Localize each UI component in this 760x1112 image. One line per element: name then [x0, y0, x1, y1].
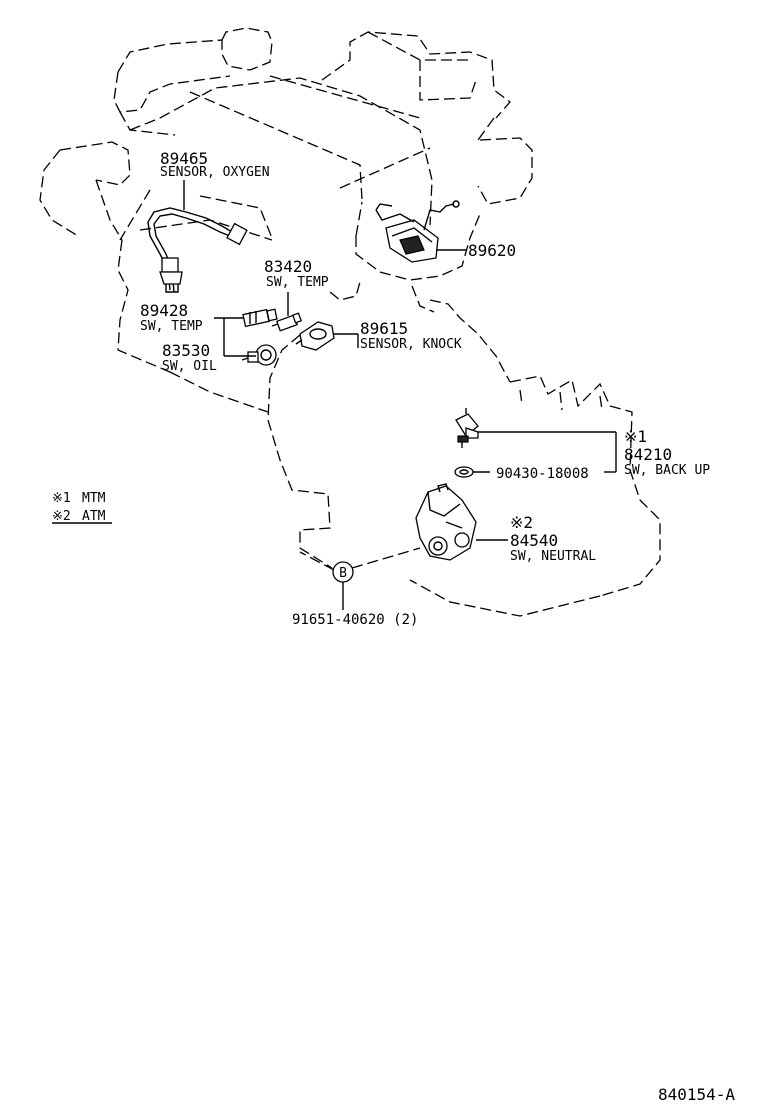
- neutral-switch-drawing: [415, 483, 477, 561]
- part-number-89428: 89428: [140, 301, 188, 320]
- legend-mark-1: ※1: [52, 491, 71, 506]
- oil-switch-drawing: [241, 344, 277, 366]
- part-name-89465: SENSOR, OXYGEN: [160, 165, 270, 180]
- gasket-drawing: [454, 466, 474, 478]
- part-number-89615: 89615: [360, 319, 408, 338]
- mark-84210: ※1: [624, 427, 647, 446]
- part-number-91651-40620: 91651-40620 (2): [292, 612, 418, 628]
- mark-84540: ※2: [510, 513, 533, 532]
- part-number-89620: 89620: [468, 241, 516, 260]
- temp-switch-lower-drawing: [242, 308, 278, 328]
- leader-lines: [183, 180, 617, 610]
- backup-switch-drawing: [455, 408, 479, 448]
- legend: ※1 MTM ※2 ATM: [52, 491, 112, 524]
- knock-sensor-drawing: [295, 321, 335, 351]
- part-number-83530: 83530: [162, 341, 210, 360]
- part-name-83530: SW, OIL: [162, 359, 217, 374]
- part-name-83420: SW, TEMP: [266, 275, 329, 290]
- part-number-84540: 84540: [510, 531, 558, 550]
- part-number-84210: 84210: [624, 445, 672, 464]
- legend-text-1: MTM: [82, 491, 106, 506]
- map-sensor-drawing: [375, 200, 460, 263]
- part-name-89615: SENSOR, KNOCK: [360, 337, 462, 352]
- figure-id: 840154-A: [658, 1085, 735, 1104]
- legend-text-2: ATM: [82, 509, 106, 524]
- part-number-90430-18008: 90430-18008: [496, 466, 589, 482]
- temp-switch-upper-drawing: [271, 312, 303, 332]
- callout-b-circle: [332, 561, 354, 583]
- part-name-89428: SW, TEMP: [140, 319, 203, 334]
- legend-mark-2: ※2: [52, 509, 71, 524]
- callout-b-letter: B: [339, 566, 347, 581]
- part-number-89465: 89465: [160, 149, 208, 168]
- oxygen-sensor-drawing: [147, 207, 248, 293]
- part-number-83420: 83420: [264, 257, 312, 276]
- engine-outline: [39, 27, 661, 617]
- part-name-84540: SW, NEUTRAL: [510, 549, 596, 564]
- part-name-84210: SW, BACK UP: [624, 463, 710, 478]
